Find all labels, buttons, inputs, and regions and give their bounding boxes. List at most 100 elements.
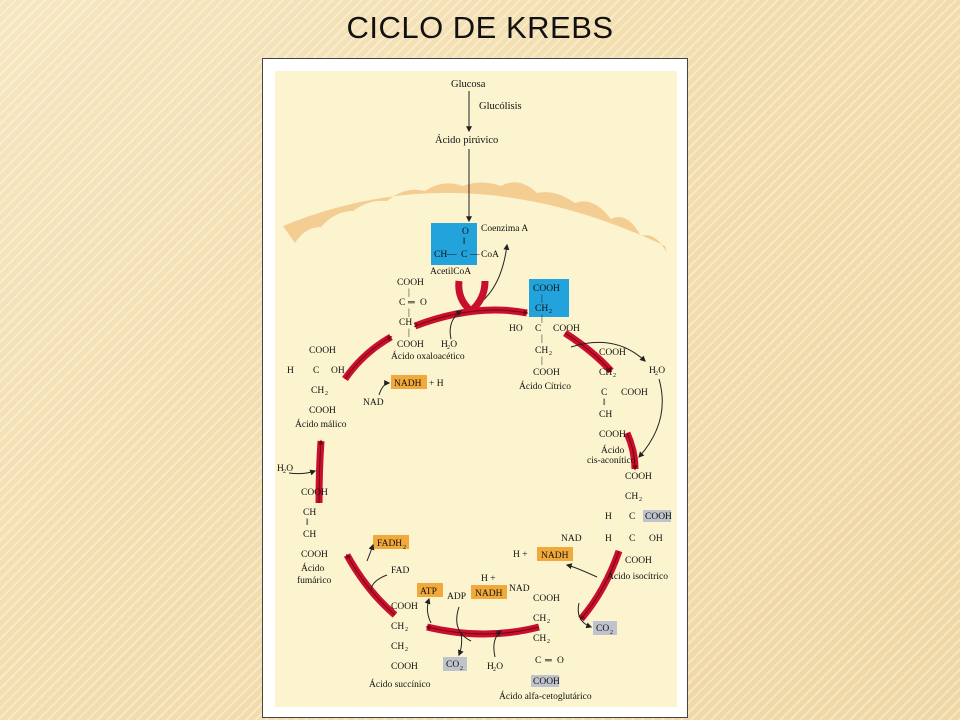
oxaloacetic-c: C xyxy=(399,298,405,308)
citric-bar3: | xyxy=(541,334,543,344)
succinic-name: Ácido succínico xyxy=(369,678,431,690)
svg-text:2: 2 xyxy=(639,497,642,503)
isocitric-nadh: NADH xyxy=(541,551,569,561)
malic-acid: COOH H C OH CH 2 COOH Ácido málico NADH … xyxy=(287,346,444,430)
ketoglutaric-c: C xyxy=(535,656,541,666)
malic-nadh: NADH xyxy=(394,379,422,389)
succinic-cooh1: COOH xyxy=(391,602,418,612)
arc-acetyl-entry-2 xyxy=(468,280,489,314)
fumaric-cooh2: COOH xyxy=(301,550,328,560)
keto-h2o: H O xyxy=(487,662,503,672)
fumaric-name1: Ácido xyxy=(301,562,324,574)
isocitric-cooh3: COOH xyxy=(625,556,652,566)
cisaconitic-name2: cis-aconítico xyxy=(587,456,636,466)
arc-succinate-fumarate xyxy=(343,553,398,618)
piruvico-label: Ácido pirúvico xyxy=(435,134,498,146)
oxaloacetic-bar1: | xyxy=(408,288,410,298)
succinic-acid: COOH CH 2 CH 2 COOH Ácido succínico ATP … xyxy=(369,583,472,690)
keto-h-plus: H + xyxy=(481,574,496,584)
citric-bar4: | xyxy=(541,356,543,366)
svg-text:2: 2 xyxy=(403,545,406,551)
cisaconitic-cooh2: COOH xyxy=(621,388,648,398)
isocitric-nadh-box xyxy=(537,547,573,561)
oxaloacetic-bar3: | xyxy=(408,328,410,338)
citric-acetyl-highlight xyxy=(529,279,569,317)
isocitric-co2: CO xyxy=(596,624,609,634)
acetyl-double-bond: ‖ xyxy=(463,237,466,247)
citric-cooh3: COOH xyxy=(533,368,560,378)
svg-text:2: 2 xyxy=(414,323,417,329)
krebs-figure-frame: Glucosa Glucólisis Ácido pirúvico O ‖ CH… xyxy=(262,58,688,718)
cisaconitic-ch2: CH xyxy=(599,368,612,378)
keto-nad: NAD xyxy=(509,584,530,594)
isocitric-oh: OH xyxy=(649,534,663,544)
alpha-ketoglutaric-acid: COOH CH 2 CH 2 C ═ O COOH Ácido alfa-cet… xyxy=(471,574,592,702)
isocitric-h2: H xyxy=(605,534,612,544)
citric-c: C xyxy=(535,324,541,334)
fumaric-name2: fumárico xyxy=(297,575,332,586)
oxaloacetic-o: O xyxy=(420,298,427,308)
malic-plus-h: + H xyxy=(429,379,444,389)
krebs-diagram-panel: Glucosa Glucólisis Ácido pirúvico O ‖ CH… xyxy=(275,71,677,707)
fumaric-h2o: H O xyxy=(277,464,293,474)
oxaloacetic-cooh1: COOH xyxy=(397,278,424,288)
svg-text:2: 2 xyxy=(405,627,408,633)
citric-ch2: CH xyxy=(535,304,548,314)
succinic-ch2a: CH xyxy=(391,622,404,632)
svg-text:2: 2 xyxy=(405,647,408,653)
malic-h: H xyxy=(287,366,294,376)
oxaloacetic-bar2: | xyxy=(408,308,410,318)
svg-text:2: 2 xyxy=(325,391,328,397)
citric-ho: HO xyxy=(509,324,523,334)
atp-box xyxy=(417,583,443,597)
malic-cooh1: COOH xyxy=(309,346,336,356)
malic-nad: NAD xyxy=(363,398,384,408)
fumaric-ch: CH xyxy=(303,508,316,518)
svg-text:2: 2 xyxy=(549,351,552,357)
succinic-ch2b: CH xyxy=(391,642,404,652)
acetylcoa-box xyxy=(431,223,477,265)
acetylcoa-name: AcetilCoA xyxy=(430,267,471,277)
cisaconitic-cooh1: COOH xyxy=(599,348,626,358)
cisaconitic-c: C xyxy=(601,388,607,398)
cisaconitic-h2o: H O xyxy=(649,366,665,376)
acetyl-coa-group: CoA xyxy=(481,250,499,260)
oxaloacetic-acid: COOH | C ═ O | CH 2 | COOH Ácido oxaloac… xyxy=(391,278,465,362)
malic-nadh-box xyxy=(391,375,427,389)
acetyl-c: C xyxy=(461,250,467,260)
succinic-co2-box xyxy=(443,657,467,671)
svg-text:2: 2 xyxy=(549,309,552,315)
cisaconitic-name1: Ácido xyxy=(601,444,624,456)
citric-cooh2: COOH xyxy=(553,324,580,334)
svg-text:2: 2 xyxy=(547,639,550,645)
ketoglutaric-cooh1: COOH xyxy=(533,594,560,604)
ketoglutaric-cooh2: COOH xyxy=(533,677,560,687)
citric-ch2b: CH xyxy=(535,346,548,356)
isocitric-c1: C xyxy=(629,512,635,522)
cis-aconitic-acid: COOH CH 2 C COOH ‖ CH COOH Ácido cis-aco… xyxy=(570,341,665,466)
citric-bar1: | xyxy=(541,294,543,304)
malic-ch2: CH xyxy=(311,386,324,396)
malic-cooh2: COOH xyxy=(309,406,336,416)
keto-nadh-box xyxy=(471,585,507,599)
isocitric-co2-box xyxy=(593,621,617,635)
cisaconitic-dbl: ‖ xyxy=(603,398,606,408)
svg-text:2: 2 xyxy=(447,345,450,351)
oxaloacetic-name: Ácido oxaloacético xyxy=(391,350,465,362)
acetyl-dash: — xyxy=(446,250,457,260)
atp-label: ATP xyxy=(420,587,437,597)
acetyl-o: O xyxy=(462,227,469,237)
citric-cooh1: COOH xyxy=(533,284,560,294)
isocitric-co2-highlight xyxy=(643,510,671,522)
citric-bar2: | xyxy=(541,314,543,324)
cisaconitic-ch: CH xyxy=(599,410,612,420)
ketoglutaric-o: O xyxy=(557,656,564,666)
mitochondrial-membrane xyxy=(283,182,667,253)
isocitric-c2: C xyxy=(629,534,635,544)
citric-name: Ácido Cítrico xyxy=(519,380,571,392)
krebs-cycle-diagram: Glucosa Glucólisis Ácido pirúvico O ‖ CH… xyxy=(277,79,672,702)
isocitric-cooh2: COOH xyxy=(645,512,672,522)
cycle-arc-cores xyxy=(318,309,638,635)
fad-label: FAD xyxy=(391,566,409,576)
fumaric-dbl: ‖ xyxy=(306,518,309,528)
